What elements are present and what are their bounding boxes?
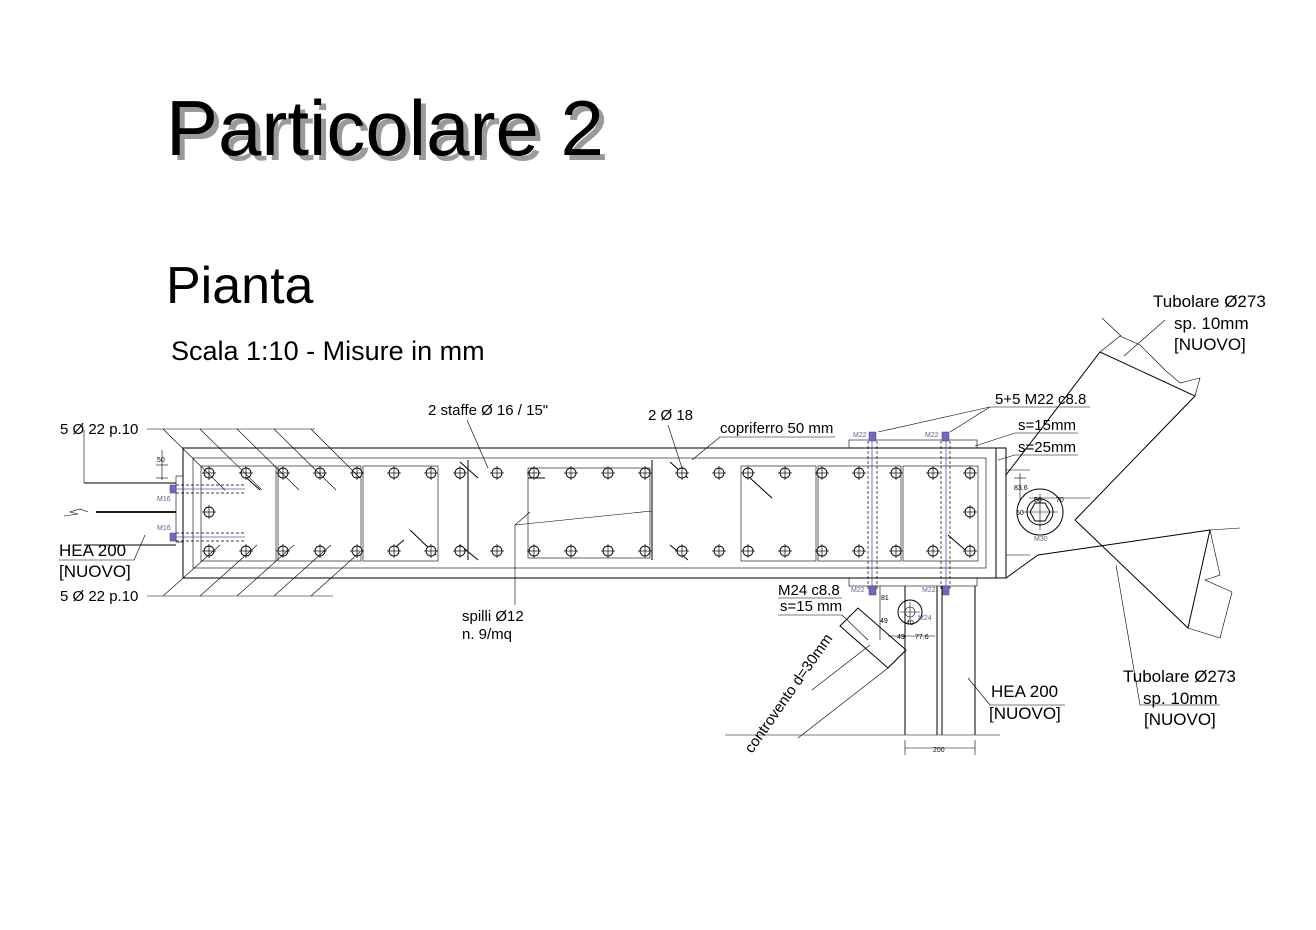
steel-plates <box>200 465 979 562</box>
hea-right-status: [NUOVO] <box>989 704 1061 723</box>
dim-50-right: 50 <box>1034 497 1042 504</box>
hea-left-status: [NUOVO] <box>59 562 131 581</box>
dim-70: 70 <box>1056 497 1064 504</box>
right-end-plate <box>995 447 1090 579</box>
copriferro-label: copriferro 50 mm <box>720 420 833 437</box>
tube-top-status: [NUOVO] <box>1174 335 1246 354</box>
m24-label: M24 c8.8 <box>778 582 840 599</box>
rebar-bolts <box>201 465 978 559</box>
dim-77-6: 77.6 <box>915 634 929 641</box>
dim-49-a: 49 <box>880 618 888 625</box>
sheet-title: Particolare 2 <box>166 84 604 172</box>
tube-bottom-status: [NUOVO] <box>1144 710 1216 729</box>
m22-bottom-tag-b: M22 <box>922 587 936 594</box>
dim-81: 81 <box>881 595 889 602</box>
spilli-label: spilli Ø12 <box>462 608 524 625</box>
top-leaders <box>466 406 1090 469</box>
m16-tag-a: M16 <box>157 496 171 503</box>
dim-200: 200 <box>933 747 945 754</box>
bars-label: 2 Ø 18 <box>648 407 693 424</box>
dim-40: 40 <box>906 620 914 627</box>
upper-tube <box>1005 317 1201 521</box>
scale-note: Scala 1:10 - Misure in mm <box>171 336 485 366</box>
m22-bottom-tag-a: M22 <box>851 587 865 594</box>
spilli-leader <box>514 510 653 605</box>
m24-tag: M24 <box>918 615 932 622</box>
controvento-label: controvento d=30mm <box>741 631 836 757</box>
tube-bottom-thickness: sp. 10mm <box>1143 689 1218 708</box>
staffe-label: 2 staffe Ø 16 / 15" <box>428 402 548 419</box>
plate-15-label: s=15mm <box>1018 417 1076 434</box>
stirrups <box>239 460 973 561</box>
plate-25-label: s=25mm <box>1018 439 1076 456</box>
dim-49-b: 49 <box>897 634 905 641</box>
dim-50-left: 50 <box>157 457 165 464</box>
dim-83-6: 83.6 <box>1014 485 1028 492</box>
spilli-density: n. 9/mq <box>462 626 512 643</box>
m30-tag: M30 <box>1034 536 1048 543</box>
m22-top-tag-a: M22 <box>853 432 867 439</box>
m24-plate-label: s=15 mm <box>780 598 842 615</box>
dim-50-vertical: 50 <box>1016 510 1024 517</box>
hea-right-label: HEA 200 <box>991 682 1058 701</box>
tube-top-thickness: sp. 10mm <box>1174 314 1249 333</box>
lower-tube <box>1005 519 1241 706</box>
left-connection <box>63 450 245 546</box>
m22-top-tag-b: M22 <box>925 432 939 439</box>
bolts-top-label: 5+5 M22 c8.8 <box>995 391 1086 408</box>
rebar-top-label: 5 Ø 22 p.10 <box>60 421 138 438</box>
tube-bottom-label: Tubolare Ø273 <box>1123 667 1236 686</box>
left-leaders <box>59 428 361 597</box>
m16-tag-b: M16 <box>157 525 171 532</box>
bracing-connection <box>725 586 1065 755</box>
rebar-bottom-label: 5 Ø 22 p.10 <box>60 588 138 605</box>
hea-left-label: HEA 200 <box>59 541 126 560</box>
tube-top-label: Tubolare Ø273 <box>1153 292 1266 311</box>
top-bolt-plate <box>848 431 978 596</box>
concrete-beam <box>182 447 997 579</box>
view-title: Pianta <box>166 257 314 315</box>
sheet-title-shadow: Particolare 2 <box>171 89 609 177</box>
